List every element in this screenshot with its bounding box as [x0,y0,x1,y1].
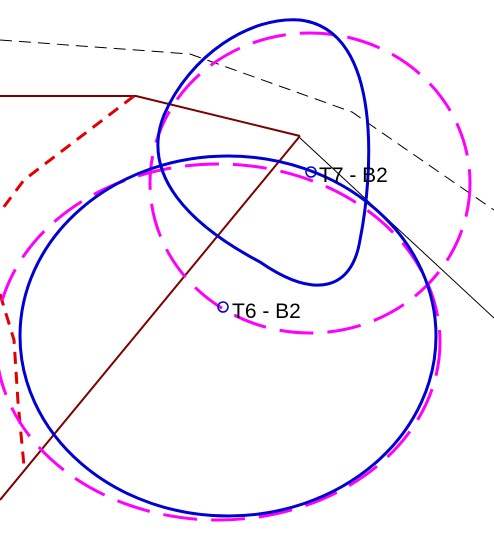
t7-point-marker [305,166,317,178]
t6-solid-contour [18,154,438,518]
t7-dashed-contour [148,31,472,335]
outer-solid-outline [299,137,494,319]
wall-dashed-line [0,94,135,467]
wall-top-line [0,95,301,137]
t6-dashed-contour [0,162,442,522]
outer-dashed-outline [0,39,494,211]
t7-point-label: T7 - B2 [319,164,388,187]
t7-solid-contour [156,18,371,287]
wall-diagonal-line [0,135,301,501]
t6-point-label: T6 - B2 [232,300,301,323]
t6-point-marker [217,301,229,313]
